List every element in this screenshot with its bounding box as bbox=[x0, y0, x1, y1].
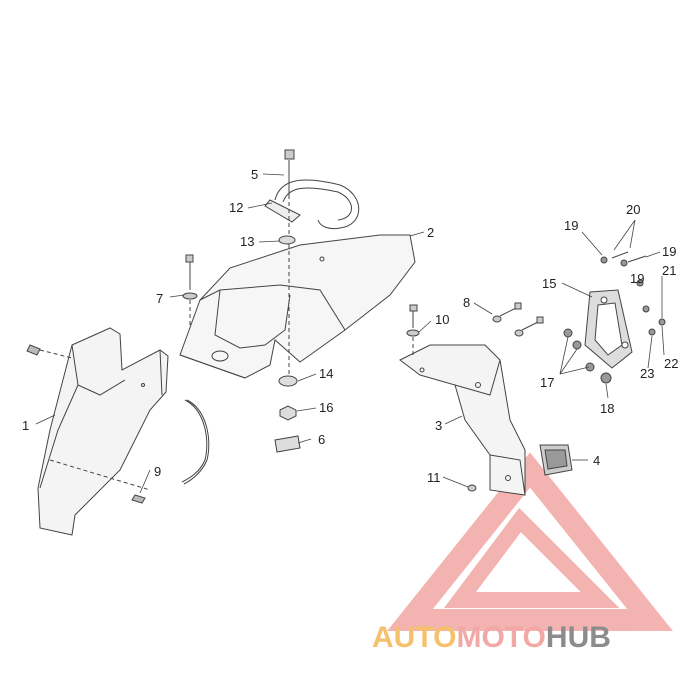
callout-19b: 19 bbox=[662, 244, 676, 259]
callout-6: 6 bbox=[318, 432, 325, 447]
watermark-logo bbox=[387, 452, 673, 631]
plate-bracket-part bbox=[399, 344, 526, 496]
inner-fender-part bbox=[26, 327, 169, 536]
bolt-part-5 bbox=[284, 149, 295, 380]
watermark-hub: HUB bbox=[546, 621, 611, 654]
callout-9: 9 bbox=[154, 464, 161, 479]
callout-labels: 1 2 3 4 5 6 7 8 9 10 11 12 13 14 15 16 1… bbox=[22, 167, 678, 485]
callout-8: 8 bbox=[463, 295, 470, 310]
reflector-part bbox=[539, 444, 573, 476]
callout-3: 3 bbox=[435, 418, 442, 433]
callout-22: 22 bbox=[664, 356, 678, 371]
callout-19c: 19 bbox=[630, 271, 644, 286]
watermark-auto: AUTO bbox=[372, 621, 456, 654]
callout-23: 23 bbox=[640, 366, 654, 381]
hardware-parts-17-23 bbox=[563, 251, 666, 384]
cable-part bbox=[49, 399, 210, 504]
callout-7: 7 bbox=[156, 291, 163, 306]
rear-fender-part bbox=[179, 234, 416, 379]
watermark-text: AUTOMOTOHUB bbox=[372, 621, 611, 654]
bolt-parts-8-10 bbox=[406, 302, 544, 492]
callout-19a: 19 bbox=[564, 218, 578, 233]
callout-17: 17 bbox=[540, 375, 554, 390]
svg-text:AUTOMOTOHUB: AUTOMOTOHUB bbox=[372, 621, 611, 654]
bolt-part-7 bbox=[182, 254, 198, 325]
callout-20: 20 bbox=[626, 202, 640, 217]
callout-11: 11 bbox=[427, 470, 441, 485]
plate-light-holder-part bbox=[584, 289, 633, 369]
nut-stack-parts bbox=[274, 375, 301, 453]
callout-15: 15 bbox=[542, 276, 556, 291]
callout-2: 2 bbox=[427, 225, 434, 240]
callout-5: 5 bbox=[251, 167, 258, 182]
grab-handle-part bbox=[264, 179, 360, 230]
callout-10: 10 bbox=[435, 312, 449, 327]
callout-1: 1 bbox=[22, 418, 29, 433]
watermark-moto: MOTO bbox=[456, 621, 545, 654]
callout-12: 12 bbox=[229, 200, 243, 215]
callout-13: 13 bbox=[240, 234, 254, 249]
washer-part-13 bbox=[278, 235, 296, 245]
leader-lines bbox=[35, 173, 665, 494]
callout-21: 21 bbox=[662, 263, 676, 278]
callout-16: 16 bbox=[319, 400, 333, 415]
callout-18: 18 bbox=[600, 401, 614, 416]
callout-4: 4 bbox=[593, 453, 600, 468]
callout-14: 14 bbox=[319, 366, 333, 381]
